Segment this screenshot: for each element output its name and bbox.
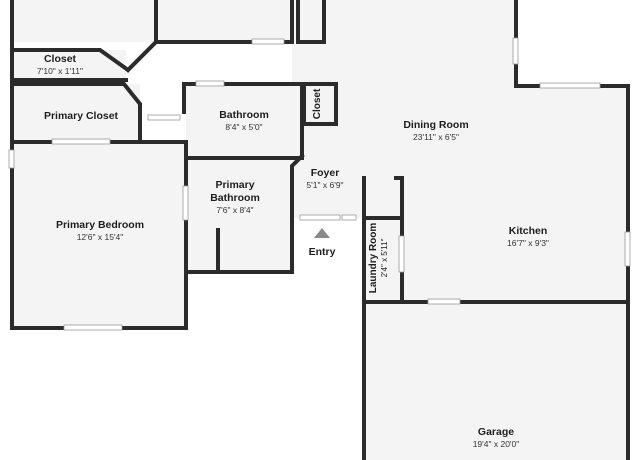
wall-closet-upper: [10, 48, 131, 82]
door-closet-passage: [147, 114, 181, 121]
label-bathroom: Bathroom 8'4" x 5'0": [198, 109, 290, 133]
laundry-room-dims: 2'4" x 5'11": [380, 238, 389, 278]
window-primary-closet: [51, 138, 111, 145]
kitchen-dims: 16'7" x 9'3": [507, 238, 549, 249]
label-foyer: Foyer 5'1" x 6'9": [298, 167, 352, 191]
window-bedroom-bottom: [63, 324, 123, 331]
label-dining-room: Dining Room 23'11" x 6'5": [386, 119, 486, 143]
window-laundry-bottom: [427, 298, 461, 305]
foyer-name: Foyer: [310, 167, 340, 179]
floor-laundry: [362, 218, 402, 302]
entry-sidelight: [341, 214, 357, 221]
window-dining-top: [539, 82, 601, 89]
entry-door: [299, 214, 341, 221]
closet-upper-name: Closet: [43, 53, 77, 65]
wall-laundry: [362, 176, 404, 304]
wall-bedroom: [10, 82, 188, 330]
floor-bathroom: [186, 84, 302, 158]
entry-name: Entry: [308, 246, 336, 258]
label-kitchen: Kitchen 16'7" x 9'3": [486, 225, 570, 249]
floor-garage: [364, 302, 628, 460]
dining-room-name: Dining Room: [403, 119, 469, 131]
door-bath-gap: [182, 185, 189, 221]
foyer-dims: 5'1" x 6'9": [306, 180, 344, 191]
window-top-room: [251, 38, 285, 45]
wall-primary-bathroom: [184, 153, 305, 274]
label-laundry-room: Laundry Room 2'4" x 5'11": [368, 220, 396, 296]
wall-diagonal: [125, 39, 159, 73]
floor-areas: [12, 0, 628, 460]
primary-bathroom-dims: 7'6" x 8'4": [216, 205, 254, 216]
window-bedroom-left: [8, 149, 15, 169]
wall-garage: [362, 300, 630, 460]
floor-primary-bathroom: [188, 158, 292, 272]
kitchen-name: Kitchen: [508, 225, 548, 237]
label-primary-closet: Primary Closet: [26, 110, 136, 123]
closet-small-name: Closet: [312, 88, 323, 120]
floor-main-living: [292, 0, 628, 302]
label-closet-upper: Closet 7'10" x 1'11": [22, 53, 98, 77]
label-closet-small: Closet: [312, 80, 328, 128]
floor-top-rooms: [12, 0, 324, 42]
bathroom-name: Bathroom: [219, 109, 269, 121]
label-primary-bedroom: Primary Bedroom 12'6" x 15'4": [40, 219, 160, 243]
garage-name: Garage: [477, 426, 515, 438]
window-bathroom-top: [195, 80, 225, 87]
garage-dims: 19'4" x 20'0": [472, 439, 520, 450]
label-primary-bathroom: Primary Bathroom 7'6" x 8'4": [192, 179, 278, 216]
laundry-room-name: Laundry Room: [368, 222, 379, 294]
window-dining-left: [512, 37, 519, 65]
closet-upper-dims: 7'10" x 1'11": [37, 66, 83, 77]
entry-arrow-icon: [314, 228, 330, 238]
door-laundry: [398, 235, 405, 273]
primary-closet-name: Primary Closet: [43, 110, 119, 122]
bathroom-dims: 8'4" x 5'0": [225, 122, 263, 133]
primary-bedroom-name: Primary Bedroom: [55, 219, 145, 231]
label-garage: Garage 19'4" x 20'0": [456, 426, 536, 450]
primary-bathroom-name: Primary Bathroom: [210, 179, 260, 205]
label-entry: Entry: [298, 246, 346, 259]
windows: [8, 37, 631, 331]
wall-closet-small: [302, 82, 338, 126]
primary-bedroom-dims: 12'6" x 15'4": [76, 232, 124, 243]
window-kitchen-right: [624, 231, 631, 267]
floor-primary-bedroom: [12, 142, 186, 328]
floor-primary-closet: [12, 84, 140, 142]
dining-room-dims: 23'11" x 6'5": [413, 132, 459, 143]
